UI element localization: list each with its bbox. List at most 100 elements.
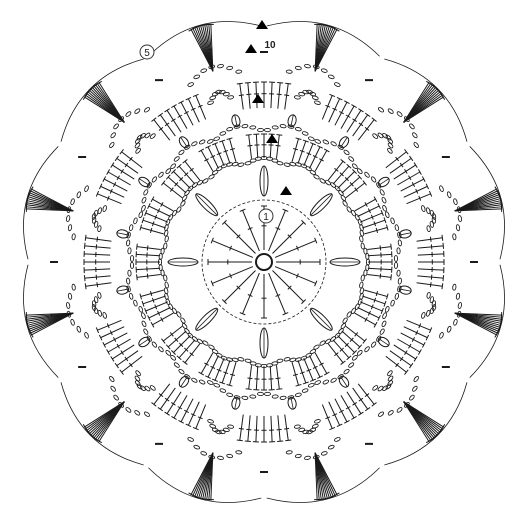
- round5-arch-chain: [302, 388, 309, 393]
- round6-treble-bar: [121, 351, 124, 355]
- round9-arch-chain: [236, 450, 242, 454]
- round5-arch-chain: [390, 218, 395, 225]
- round6-treble: [285, 415, 288, 441]
- round9-arch-chain: [113, 394, 119, 401]
- round7-arch-chain: [136, 383, 143, 390]
- round6-treble-bar: [404, 351, 407, 355]
- round6-treble: [84, 254, 110, 255]
- round4-treble: [276, 365, 279, 389]
- round5-arch-chain: [242, 124, 248, 128]
- round6-treble-top: [442, 235, 443, 241]
- round7-arch-chain: [209, 424, 216, 429]
- round7-arch-chain: [94, 296, 98, 303]
- round9-arch-chain: [328, 74, 335, 79]
- round5-arch-chain: [348, 362, 355, 368]
- round6-treble-top: [85, 283, 86, 289]
- round5-arch-chain: [302, 131, 309, 136]
- round5-arch-chain: [370, 176, 376, 183]
- round6-treble-top: [418, 349, 421, 354]
- round4-treble: [143, 220, 166, 228]
- round9-arch-chain: [193, 74, 200, 79]
- round6-treble-top: [165, 412, 170, 415]
- round5-arch-chain: [343, 149, 350, 155]
- round7-arch-chain: [430, 296, 434, 303]
- round5-arch-chain: [128, 248, 132, 254]
- round9-arch-chain: [226, 66, 232, 70]
- round5-arch-chain: [295, 393, 302, 398]
- round7-arch-chain: [298, 92, 305, 96]
- round3-arch-chain: [284, 162, 291, 166]
- round5-arch-chain: [330, 141, 337, 147]
- round9-arch-chain: [187, 82, 194, 87]
- round9-arch-chain: [70, 198, 75, 205]
- round4-treble-bar: [247, 378, 252, 379]
- round9-arch-chain: [458, 302, 462, 309]
- round6-treble-bar: [400, 163, 403, 167]
- round6-treble-top: [443, 275, 444, 281]
- round6-treble-top: [84, 275, 85, 281]
- round6-treble-top: [442, 283, 443, 289]
- round5-arch-chain: [280, 124, 286, 128]
- round5-arch-chain: [130, 255, 133, 261]
- round6-treble: [358, 384, 374, 405]
- round4-treble-bar: [150, 291, 151, 296]
- round4-treble-top: [246, 389, 252, 390]
- round6-treble-top: [285, 83, 291, 84]
- round4-treble: [136, 268, 160, 269]
- round5-arch-chain: [173, 156, 180, 162]
- round7-arch-chain: [294, 95, 301, 99]
- round4-treble: [141, 228, 164, 234]
- round9-arch-chain: [144, 107, 151, 113]
- round5-arch-chain: [382, 312, 387, 319]
- round5-arch-chain: [242, 396, 248, 400]
- round7-arch-chain: [223, 92, 230, 96]
- round6-treble: [407, 194, 431, 204]
- round-start-marker: [256, 20, 268, 29]
- round3-arch-chain: [359, 282, 363, 289]
- round6-treble: [417, 238, 443, 241]
- round6-treble: [196, 95, 206, 119]
- round5-arch-chain: [364, 346, 370, 353]
- round1-treble: [275, 241, 316, 258]
- round1-treble: [275, 267, 316, 284]
- round6-treble-top: [84, 243, 85, 249]
- round4-treble: [230, 139, 236, 162]
- round9-arch-chain: [84, 332, 89, 339]
- round7-arch-chain: [136, 134, 143, 141]
- round4-treble-bar: [230, 374, 235, 375]
- round7-arch-chain: [385, 383, 392, 390]
- round4-treble: [249, 135, 252, 159]
- round9-arch-chain: [328, 445, 335, 450]
- round6-treble-top: [372, 118, 377, 122]
- round6-treble: [196, 405, 206, 429]
- round5-arch-chain: [178, 149, 185, 155]
- round5-arch-chain: [343, 368, 350, 374]
- round9-arch-chain: [447, 326, 452, 333]
- round9-arch-chain: [321, 451, 328, 456]
- round7-arch-chain: [314, 100, 321, 105]
- round4-treble: [346, 183, 365, 198]
- round9-arch-chain: [334, 437, 341, 442]
- round3-arch-chain: [197, 179, 204, 185]
- round9-arch-chain: [125, 407, 132, 413]
- magic-ring: [256, 254, 272, 270]
- round5-arch-chain: [398, 240, 402, 246]
- round5-arch-chain: [330, 377, 337, 383]
- round5-arch-chain: [199, 379, 206, 385]
- round9-arch-chain: [458, 215, 462, 222]
- round6-treble: [322, 405, 332, 429]
- round4-treble-top: [199, 149, 204, 152]
- round5-arch-chain: [141, 312, 146, 319]
- round9-arch-chain: [453, 319, 458, 326]
- round6-treble-bar: [430, 282, 431, 287]
- round6-treble: [160, 115, 175, 136]
- round4-treble: [185, 161, 200, 180]
- round6-treble-bar: [125, 357, 128, 361]
- round6-treble: [122, 152, 143, 168]
- round4-treble-bar: [230, 148, 235, 149]
- round3-arch-chain: [325, 338, 332, 344]
- round4-treble-top: [391, 244, 392, 250]
- round9-arch-chain: [193, 445, 200, 450]
- round7-arch-chain: [223, 428, 230, 432]
- round6-treble: [347, 392, 361, 414]
